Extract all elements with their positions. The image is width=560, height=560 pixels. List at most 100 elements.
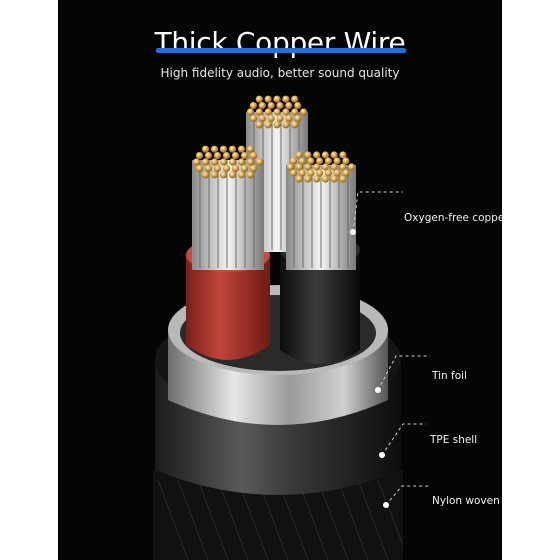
copper-strand-tip [267,114,275,122]
callout-label-oxygen-free-copper: Oxygen-free copper [404,212,502,224]
copper-strand-tip [333,169,341,177]
copper-strand-tip [195,152,204,160]
copper-strand-tip [276,102,284,110]
copper-strand-tip [201,158,210,166]
copper-strand-tip [210,171,219,179]
copper-strand-tip [330,163,338,171]
copper-strand-tip [299,108,308,116]
copper-strand-tip [246,145,255,153]
copper-strand-tip [295,151,303,159]
copper-strand-tip [258,102,266,110]
copper-strand-tip [321,175,329,183]
copper-strand-tip [304,163,312,171]
copper-strand-tip [294,114,302,122]
copper-strand-tips [192,95,356,183]
copper-strand-tip [282,108,290,116]
copper-strand-tip [246,171,255,179]
copper-strand-tip [267,102,275,110]
copper-strand-tip [219,145,228,153]
copper-strand-tip [213,164,222,172]
product-image-panel: Thick Copper Wire High fidelity audio, b… [58,0,502,560]
copper-strand-bundle-left [192,160,264,270]
copper-strand-tip [307,157,315,165]
copper-strand-tip [231,164,240,172]
copper-strand-tip [222,152,231,160]
copper-strand-tip [313,151,321,159]
title-underline-accent [156,48,406,53]
copper-strand-tip [240,164,249,172]
copper-strand-tip [240,152,249,160]
black-insulated-conductor [280,250,360,364]
copper-strand-tip [313,163,321,171]
copper-strand-tip [219,171,228,179]
copper-strand-tip [249,152,258,160]
copper-strand-tip [339,175,347,183]
copper-strand-tip [246,158,255,166]
cable-cross-section-illustration [153,95,430,560]
copper-strand-tip [316,169,324,177]
copper-strand-tip [219,158,228,166]
copper-strand-tip [298,157,306,165]
copper-strand-tip [285,114,293,122]
copper-strand-tip [333,157,341,165]
copper-strand-tip [204,164,213,172]
copper-strand-tip [304,151,312,159]
copper-strand-tip [228,171,237,179]
copper-strand-tip [324,157,332,165]
nylon-woven-layer [153,470,403,560]
copper-strand-tip [249,102,258,110]
copper-strand-tip [255,95,263,103]
copper-strand-tip [339,151,347,159]
copper-strand-tip [307,169,315,177]
copper-strand-tip [289,169,297,177]
copper-strand-tip [258,114,266,122]
copper-strand-tip [231,152,240,160]
copper-strand-tip [273,108,281,116]
copper-strand-tip [192,158,201,166]
copper-strand-tip [213,152,222,160]
copper-strand-tip [273,95,281,103]
copper-strand-tip [237,145,246,153]
copper-strand-tip [249,164,258,172]
nylon-woven-texture [157,479,404,560]
copper-strand-tip [330,151,338,159]
copper-strand-tip [237,171,246,179]
callout-dots [350,229,389,508]
copper-strand-tip [282,95,290,103]
copper-strand-tip [276,114,284,122]
copper-strand-tip [264,95,272,103]
copper-strand-tip [282,121,290,129]
copper-strand-tip [237,158,246,166]
copper-strand-tip [273,121,281,129]
copper-strand-tip [291,108,299,116]
copper-strand-tip [348,163,356,171]
page-title: Thick Copper Wire [154,26,406,59]
copper-strand-tip [246,108,255,116]
copper-strand-tip [249,114,258,122]
copper-strand-tip [295,175,303,183]
copper-strand-tip [255,121,263,129]
copper-strand-tip [313,175,321,183]
copper-strand-tip [255,108,263,116]
copper-strand-tip [255,158,264,166]
red-insulated-conductor [186,255,270,360]
copper-strand-tip [339,163,347,171]
copper-strand-tip [321,163,329,171]
copper-strand-tip [304,175,312,183]
copper-strand-tip [321,151,329,159]
callout-label-tpe-shell: TPE shell [430,434,478,446]
copper-strand-tip [222,164,231,172]
callout-label-nylon-woven: Nylon woven [432,495,500,507]
copper-strand-tip [291,95,299,103]
copper-strand-tip [228,158,237,166]
copper-strand-tip [294,102,302,110]
copper-strand-tip [264,108,272,116]
callout-lines [352,191,430,506]
callout-label-tin-foil: Tin foil [432,370,467,382]
copper-strand-tip [210,145,219,153]
copper-strand-bundle-right [286,165,356,270]
copper-strand-tip [324,169,332,177]
copper-strand-tip [342,157,350,165]
copper-strand-tip [285,102,293,110]
copper-strand-tip [289,157,297,165]
